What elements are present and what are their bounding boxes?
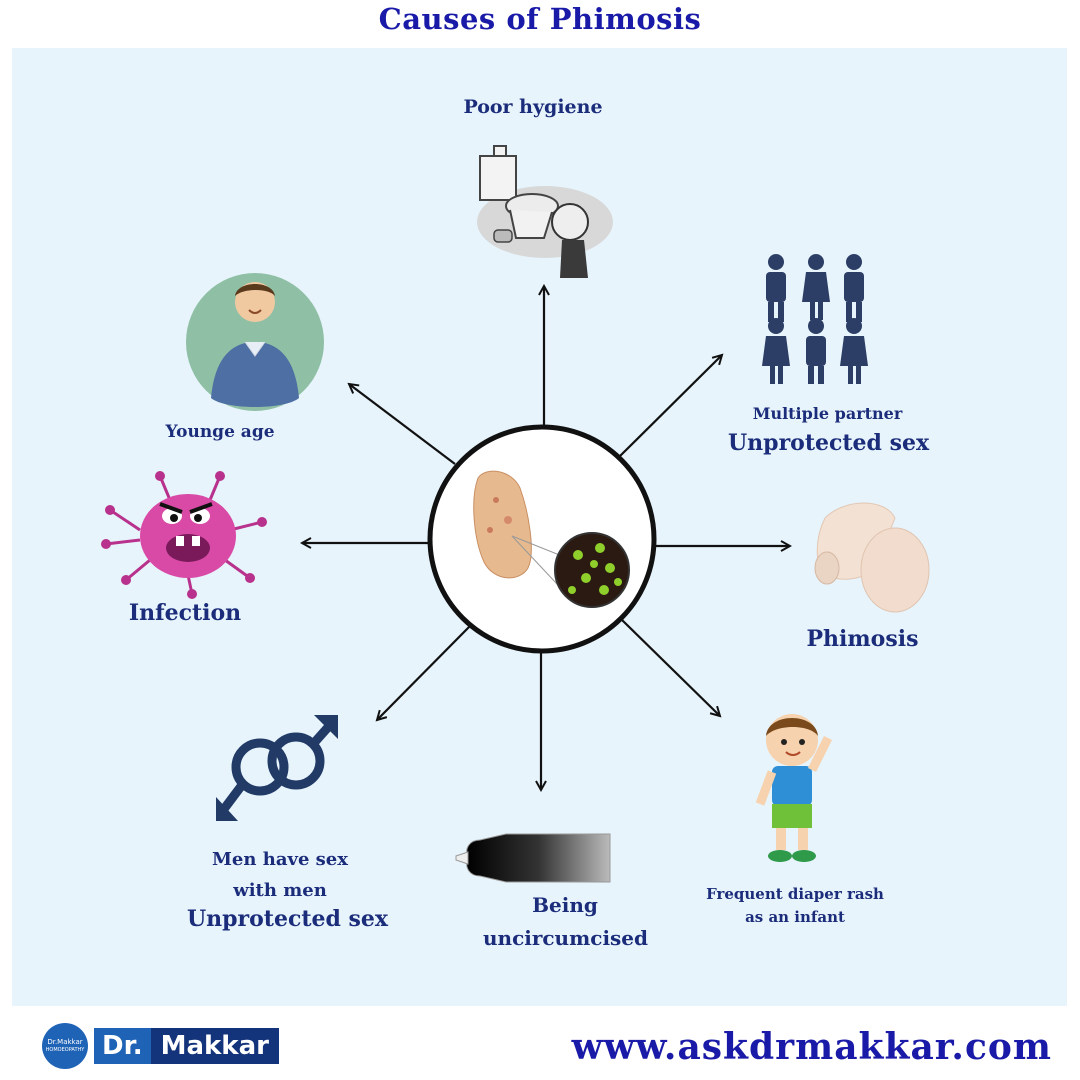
child-waving-icon (755, 714, 833, 862)
phimosis-illustration-icon (814, 502, 930, 613)
label-infection: Infection (128, 600, 242, 626)
logo-name-text: Makkar (150, 1028, 279, 1064)
label-younge-age: Younge age (165, 422, 275, 442)
logo-dr-text: Dr. (94, 1028, 151, 1064)
young-man-avatar-icon (186, 273, 324, 411)
label-unprotected-sex-2: Unprotected sex (186, 906, 389, 932)
arrow-up-right (619, 355, 722, 457)
label-msm-line2: with men (233, 880, 327, 901)
bacteria-magnifier-icon (473, 470, 630, 608)
website-link[interactable]: www.askdrmakkar.com (571, 1026, 1052, 1068)
label-phimosis: Phimosis (806, 626, 919, 652)
label-poor-hygiene: Poor hygiene (463, 96, 603, 118)
center-circle (427, 424, 657, 654)
logo-small-bottom: HOMOEOPATHY (45, 1047, 85, 1053)
label-uncircumcised: uncircumcised (482, 926, 649, 950)
label-msm-line1: Men have sex (212, 849, 348, 870)
label-being: Being (532, 893, 598, 917)
people-group-icon (762, 254, 868, 384)
arrow-down-left (377, 625, 471, 720)
label-multiple-partner: Multiple partner (752, 404, 903, 423)
dirty-toilet-icon (477, 145, 613, 278)
uncircumcised-silhouette-icon (455, 833, 611, 883)
brand-logo[interactable]: Dr.Makkar HOMOEOPATHY Dr. Makkar (42, 1022, 279, 1070)
male-male-symbol-icon (216, 715, 338, 821)
label-unprotected-sex-1: Unprotected sex (728, 430, 930, 456)
arrow-up-left (349, 384, 456, 465)
logo-small-top: Dr.Makkar (47, 1038, 83, 1046)
logo-emblem-icon: Dr.Makkar HOMOEOPATHY (42, 1023, 88, 1069)
label-diaper-line1: Frequent diaper rash (706, 885, 884, 903)
page-title: Causes of Phimosis (378, 2, 702, 36)
label-diaper-line2: as an infant (745, 908, 845, 926)
virus-icon (101, 471, 267, 599)
arrow-down-right (621, 619, 720, 716)
